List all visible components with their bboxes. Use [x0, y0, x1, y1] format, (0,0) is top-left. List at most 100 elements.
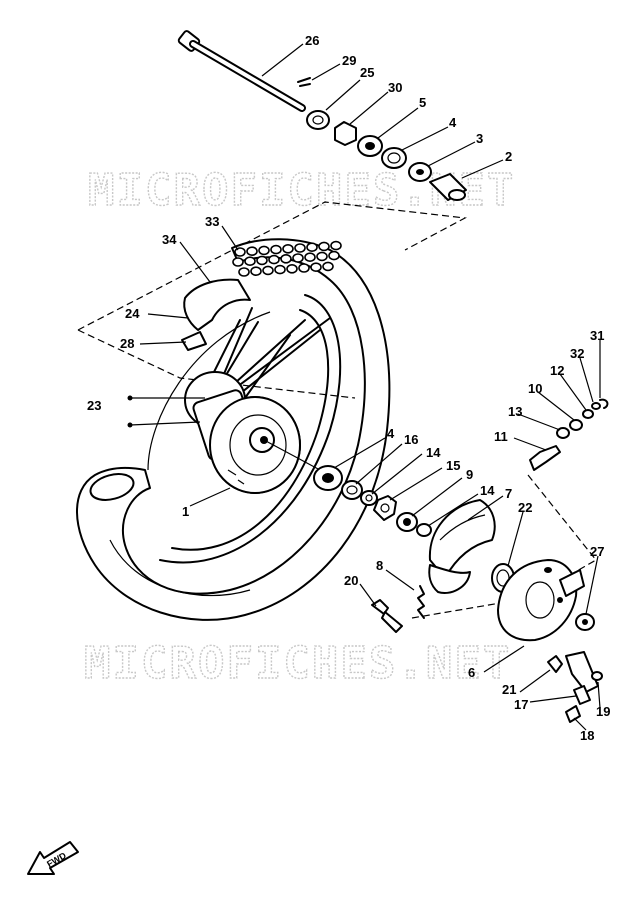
callout-20: 20: [344, 573, 358, 588]
cam-lever-21: [547, 651, 599, 693]
circlip-31: [599, 398, 609, 409]
tread-block: [244, 256, 256, 267]
brake-shoes-7: [428, 499, 496, 594]
inner-tube: [183, 278, 251, 331]
brake-cam-spring-8: [417, 585, 425, 619]
callout-28: 28: [120, 336, 134, 351]
clip-32: [591, 402, 601, 410]
tread-block: [246, 246, 258, 256]
hub-bolts-23: [127, 395, 205, 428]
callout-2: 2: [505, 149, 512, 164]
callout-1: 1: [182, 504, 189, 519]
collar-30: [334, 121, 357, 146]
callout-27: 27: [590, 544, 604, 559]
callout-29: 29: [342, 53, 356, 68]
bearing-4-top: [381, 147, 407, 169]
tread-block: [294, 243, 306, 253]
seal-10: [569, 419, 583, 431]
tread-block: [318, 241, 330, 252]
callout-32: 32: [570, 346, 584, 361]
callout-5: 5: [419, 95, 426, 110]
callout-21: 21: [502, 682, 516, 697]
tread-block: [304, 252, 316, 263]
callout-23: 23: [87, 398, 101, 413]
rim-band: [181, 331, 207, 351]
oil-seal-3: [408, 162, 432, 182]
oil-seal-9: [396, 512, 418, 532]
tread-block: [258, 245, 270, 256]
tread-block: [250, 266, 262, 277]
tread-block: [298, 263, 310, 273]
callout-7: 7: [505, 486, 512, 501]
tread-block: [268, 254, 280, 265]
washer-19: [591, 671, 603, 681]
callout-14-b: 14: [480, 483, 495, 498]
cotter-pin: [297, 77, 311, 87]
callout-18: 18: [580, 728, 594, 743]
wheel-hub: [184, 371, 301, 494]
washer-12: [582, 409, 594, 419]
callout-12: 12: [550, 363, 564, 378]
washer-14-a: [360, 490, 378, 506]
gear-15: [373, 495, 397, 521]
tread-block: [316, 251, 328, 262]
callout-31: 31: [590, 328, 604, 343]
axle-nut: [306, 110, 330, 130]
tread-block: [232, 257, 244, 267]
wheel-rim: [147, 294, 342, 564]
callout-4-top: 4: [449, 115, 457, 130]
callout-16: 16: [404, 432, 418, 447]
callout-19: 19: [596, 704, 610, 719]
bolt-17-18: [565, 685, 591, 723]
callout-34: 34: [162, 232, 177, 247]
leader-lines: [139, 43, 601, 731]
collar-16: [341, 480, 363, 500]
callout-30: 30: [388, 80, 402, 95]
callout-labels: 26 29 25 30 5 4 3 2 33 34 24 28 23 1 4 1…: [87, 33, 610, 743]
tread-block: [330, 240, 342, 251]
tread-block: [280, 253, 292, 264]
tread-block: [282, 244, 294, 254]
tread-block: [262, 265, 274, 276]
tread-block: [286, 263, 298, 274]
tread-block: [322, 261, 334, 272]
spokes: [204, 307, 331, 406]
washer-13: [556, 427, 570, 439]
callout-13: 13: [508, 404, 522, 419]
bearing-5: [357, 135, 383, 157]
tread-block: [310, 262, 322, 273]
watermark-bottom: MICROFICHES.NET: [84, 638, 511, 689]
tread-block: [292, 253, 304, 263]
forward-direction-arrow: FWD: [27, 841, 79, 875]
front-axle: [177, 30, 306, 112]
callout-22: 22: [518, 500, 532, 515]
tread-block: [328, 250, 340, 261]
tread-block: [238, 267, 250, 277]
callout-24: 24: [125, 306, 140, 321]
callout-17: 17: [514, 697, 528, 712]
washer-14-b: [416, 523, 432, 537]
bearing-4-right: [313, 465, 343, 491]
tread-block: [256, 255, 268, 266]
tread-block: [274, 264, 286, 275]
callout-6: 6: [468, 665, 475, 680]
callout-8: 8: [376, 558, 383, 573]
tire: [76, 238, 391, 621]
callout-11: 11: [494, 429, 508, 444]
tire-tread: [232, 240, 342, 277]
nut-27: [575, 613, 595, 631]
tread-block: [270, 244, 282, 255]
callout-26: 26: [305, 33, 319, 48]
callout-3: 3: [476, 131, 483, 146]
callout-33: 33: [205, 214, 219, 229]
callout-9: 9: [466, 467, 473, 482]
speedometer-gear-11: [529, 445, 561, 471]
spacer-2: [429, 173, 467, 201]
callout-4-right: 4: [387, 426, 395, 441]
callout-15: 15: [446, 458, 460, 473]
tread-block: [234, 247, 246, 257]
grease-nipple-20: [371, 599, 403, 633]
callout-25: 25: [360, 65, 374, 80]
callout-14-a: 14: [426, 445, 441, 460]
